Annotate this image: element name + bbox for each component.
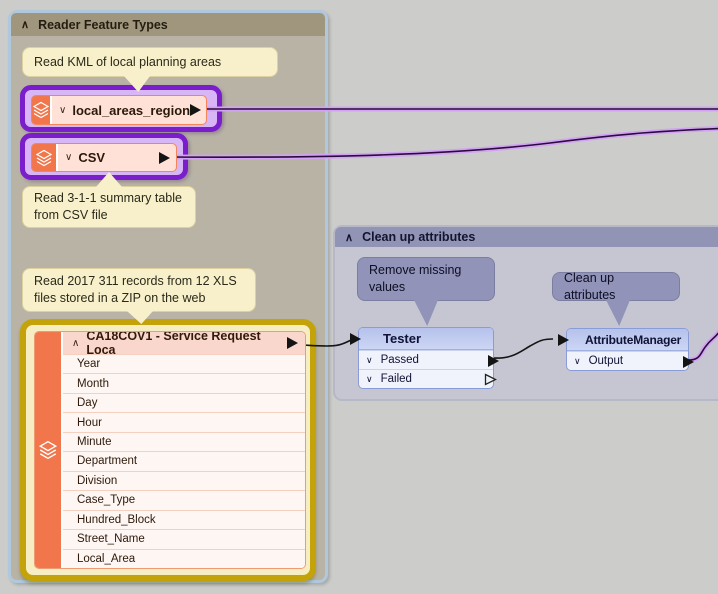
annotation-kml-text: Read KML of local planning areas [34,54,222,69]
port-row-passed[interactable]: ∨ Passed [359,350,499,369]
collapse-icon[interactable]: ∧ [21,19,30,31]
attribute-row[interactable]: Day [63,392,305,413]
node-local-areas-region-label: local_areas_region [72,102,191,118]
node-xls-reader-header[interactable]: ∧ CA18COV1 - Service Request Loca [61,331,305,357]
node-tester-header[interactable]: Tester [350,328,493,350]
attribute-row[interactable]: Division [63,470,305,491]
bookmark-cleanup-title: Clean up attributes [362,230,476,244]
node-csv-label: CSV [78,150,106,165]
bookmark-cleanup-header[interactable]: ∧ Clean up attributes [335,227,718,247]
input-port-icon[interactable] [558,334,569,346]
annotation-kml[interactable]: Read KML of local planning areas [22,47,278,77]
port-output-label: Output [588,355,624,367]
output-port-icon[interactable] [190,104,202,116]
annotation-cleanup[interactable]: Clean up attributes [552,270,680,302]
collapse-icon[interactable]: ∧ [345,231,354,244]
output-port-unconnected-icon[interactable] [484,373,497,389]
output-port-icon[interactable] [159,151,170,164]
attribute-row[interactable]: Street_Name [63,529,305,549]
annotation-csv[interactable]: Read 3-1-1 summary table from CSV file [22,186,196,228]
chevron-down-icon[interactable]: ∨ [366,373,373,384]
chevron-up-icon[interactable]: ∧ [72,337,80,349]
bookmark-reader-header[interactable]: ∧ Reader Feature Types [11,13,325,36]
annotation-cleanup-text: Clean up attributes [564,270,616,302]
attribute-row[interactable]: Year [63,354,305,374]
layers-icon [32,144,58,171]
node-csv[interactable]: ∨ CSV [31,143,177,172]
node-tester-label: Tester [383,331,422,346]
node-tester[interactable]: Tester ∨ Passed ∨ Failed [350,327,499,389]
input-port-icon[interactable] [350,333,361,345]
port-failed-label: Failed [380,373,412,385]
layers-icon [35,332,61,568]
node-attributemanager[interactable]: AttributeManager ∨ Output [558,328,694,371]
chevron-down-icon[interactable]: ∨ [366,354,373,365]
annotation-csv-text: Read 3-1-1 summary table from CSV file [34,191,182,222]
attribute-row[interactable]: Month [63,373,305,393]
layers-icon [32,96,52,124]
attribute-row[interactable]: Hundred_Block [63,509,305,530]
output-port-connected-icon[interactable] [683,355,694,368]
attribute-row[interactable]: Minute [63,431,305,452]
attribute-row[interactable]: Local_Area [63,548,305,568]
attribute-row[interactable]: Hour [63,412,305,432]
attribute-row[interactable]: Case_Type [63,490,305,510]
node-attributemanager-header[interactable]: AttributeManager [558,329,688,351]
annotation-xls-text: Read 2017 311 records from 12 XLS files … [34,274,237,305]
node-attributemanager-label: AttributeManager [585,332,682,347]
port-row-failed[interactable]: ∨ Failed [359,369,497,388]
annotation-xls[interactable]: Read 2017 311 records from 12 XLS files … [22,268,256,312]
output-port-connected-icon[interactable] [488,354,499,367]
annotation-remove-missing[interactable]: Remove missing values [357,257,495,301]
chevron-down-icon[interactable]: ∨ [65,152,73,163]
annotation-remove-missing-text: Remove missing values [369,263,462,294]
attribute-row[interactable]: Department [63,451,305,471]
chevron-down-icon[interactable]: ∨ [574,355,581,366]
output-port-icon[interactable] [287,337,298,349]
port-passed-label: Passed [380,354,419,366]
node-xls-reader-label: CA18COV1 - Service Request Loca [86,331,261,357]
port-row-output[interactable]: ∨ Output [567,351,694,370]
node-local-areas-region[interactable]: ∨ local_areas_region [31,95,207,125]
bookmark-reader-title: Reader Feature Types [38,17,168,32]
chevron-down-icon[interactable]: ∨ [59,104,67,116]
